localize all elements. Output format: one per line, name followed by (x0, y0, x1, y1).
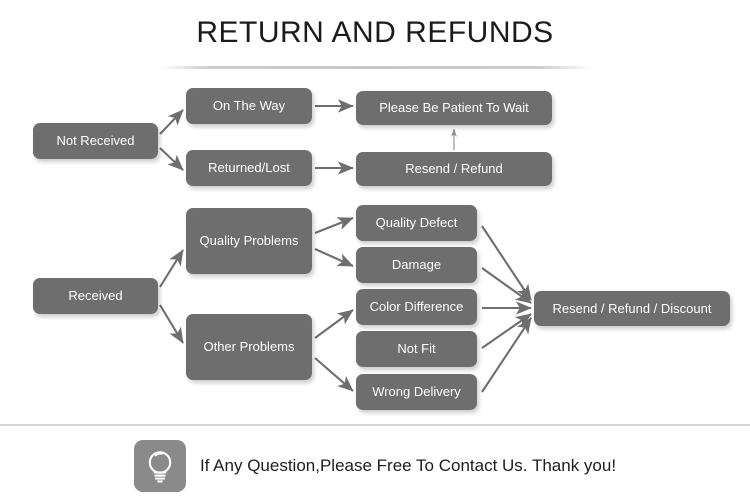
lightbulb-icon (133, 440, 186, 492)
node-resend-refund[interactable]: Resend / Refund (356, 152, 552, 186)
node-not-fit[interactable]: Not Fit (356, 331, 477, 367)
arrow-layer (159, 99, 532, 393)
node-on-the-way[interactable]: On The Way (186, 88, 312, 124)
node-other-problems[interactable]: Other Problems (186, 314, 312, 380)
footer-text: If Any Question,Please Free To Contact U… (199, 456, 617, 475)
node-not-received[interactable]: Not Received (33, 123, 158, 159)
edge-wrong-delivery-to-final (481, 317, 532, 393)
edge-not-received-to-on-the-way (159, 109, 184, 135)
node-damage[interactable]: Damage (356, 247, 477, 283)
footer: If Any Question,Please Free To Contact U… (0, 432, 750, 500)
node-please-be-patient-to-wait[interactable]: Please Be Patient To Wait (356, 91, 552, 125)
lightbulb-glyph (148, 451, 172, 483)
flowchart: Not Received Received On The Way Returne… (33, 88, 730, 410)
edge-quality-problems-to-damage (314, 248, 354, 267)
node-quality-problems[interactable]: Quality Problems (186, 208, 312, 274)
footer-divider (0, 424, 750, 426)
node-received[interactable]: Received (33, 278, 158, 314)
title-bar: RETURN AND REFUNDS (0, 16, 750, 50)
node-wrong-delivery[interactable]: Wrong Delivery (356, 374, 477, 410)
title-divider (158, 66, 592, 69)
edge-quality-defect-to-final (481, 225, 532, 301)
edge-quality-problems-to-quality-defect (314, 217, 354, 234)
edge-damage-to-final (481, 267, 532, 304)
edge-other-problems-to-wrong-delivery (314, 357, 354, 392)
page-title: RETURN AND REFUNDS (196, 16, 554, 49)
edge-received-to-quality-problems (159, 249, 184, 288)
node-color-difference[interactable]: Color Difference (356, 289, 477, 325)
node-returned-lost[interactable]: Returned/Lost (186, 150, 312, 186)
edge-not-received-to-returned-lost (159, 147, 184, 171)
node-quality-defect[interactable]: Quality Defect (356, 205, 477, 241)
edge-other-problems-to-color-difference (314, 309, 354, 339)
edge-received-to-other-problems (159, 304, 184, 344)
node-resend-refund-discount[interactable]: Resend / Refund / Discount (534, 291, 730, 326)
